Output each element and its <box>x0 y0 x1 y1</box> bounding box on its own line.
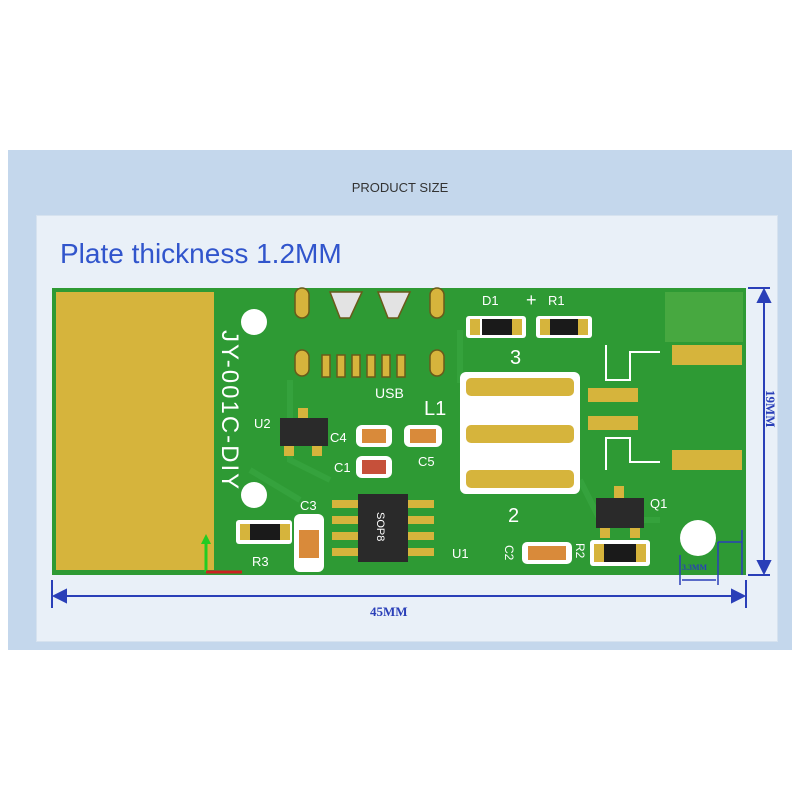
d1-label: D1 <box>482 293 499 308</box>
r2-label: R2 <box>573 543 587 559</box>
r3-label: R3 <box>252 554 269 569</box>
mounting-hole-right <box>680 520 716 556</box>
resistor-r2 <box>590 540 650 566</box>
resistor-r1 <box>536 316 592 338</box>
chip-u1-sop8 <box>332 494 434 562</box>
antenna-pad <box>56 292 214 570</box>
product-size-header: PRODUCT SIZE <box>351 180 449 195</box>
hole-dimension <box>679 530 743 585</box>
u1-label: U1 <box>452 546 469 561</box>
capacitor-c1 <box>356 456 392 478</box>
c3-label: C3 <box>300 498 317 513</box>
origin-marker <box>201 534 242 574</box>
inductor-l1 <box>460 372 580 494</box>
c2-label: C2 <box>502 545 516 561</box>
usb-connector <box>294 287 445 378</box>
q1-label: Q1 <box>650 496 667 511</box>
capacitor-c3 <box>294 514 324 572</box>
mounting-hole-left <box>241 482 267 508</box>
capacitor-c2 <box>522 542 572 564</box>
l1-label: L1 <box>424 398 446 420</box>
mounting-hole-top <box>241 309 267 335</box>
model-label: JY-001C-DIY <box>216 330 243 491</box>
pad-2-label: 2 <box>508 505 519 527</box>
height-dimension <box>748 287 772 576</box>
c4-label: C4 <box>330 430 347 445</box>
pad-3-label: 3 <box>510 347 521 369</box>
u2-label: U2 <box>254 416 271 431</box>
capacitor-c4 <box>356 425 392 447</box>
diode-d1 <box>466 316 526 338</box>
plus-label: + <box>526 290 537 310</box>
chip-u2 <box>280 408 328 456</box>
capacitor-c5 <box>404 425 442 447</box>
c1-label: C1 <box>334 460 351 475</box>
plate-thickness-label: Plate thickness 1.2MM <box>60 238 342 269</box>
height-label: 19MM <box>763 390 778 428</box>
r1-label: R1 <box>548 293 565 308</box>
hole-label: 3.3MM <box>682 563 708 572</box>
usb-label: USB <box>375 385 404 401</box>
resistor-r3 <box>236 520 292 544</box>
sop8-label: SOP8 <box>374 512 386 541</box>
width-dimension <box>51 580 747 608</box>
c5-label: C5 <box>418 454 435 469</box>
right-connector <box>588 292 743 470</box>
width-label: 45MM <box>370 604 408 619</box>
transistor-q1 <box>596 486 644 538</box>
